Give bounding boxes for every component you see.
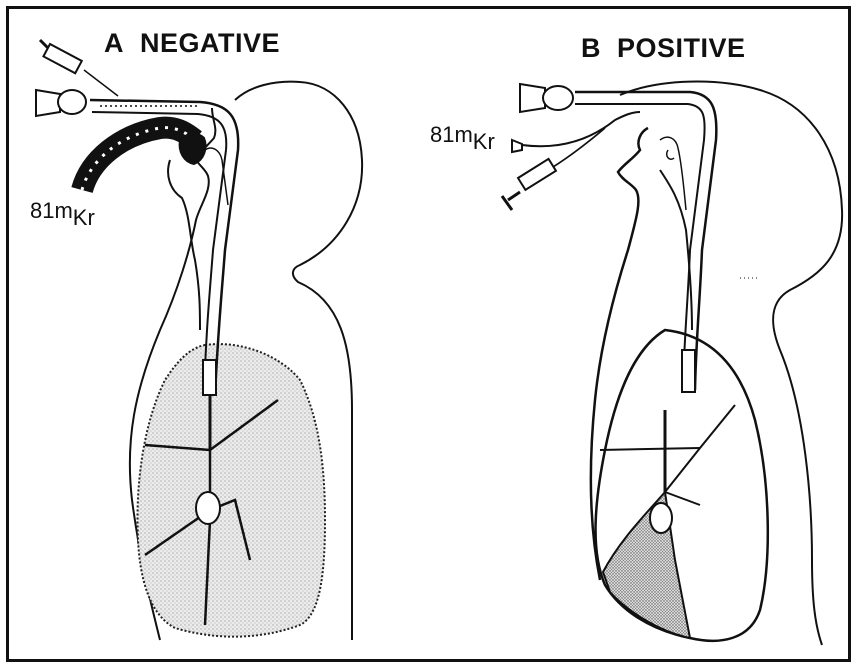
panel-a-syringe-icon (40, 40, 118, 96)
panel-a-connector (180, 134, 206, 164)
panel-a-scope-tip (203, 360, 216, 395)
panel-b-syringe-icon (502, 159, 556, 210)
panel-a-lung (137, 344, 325, 637)
panel-a-diagram (36, 40, 362, 640)
panel-a-balloon (196, 492, 220, 524)
panel-a-eyepiece (36, 90, 60, 116)
panel-b-scope-tip (682, 350, 695, 392)
panel-b-scope-body (543, 86, 573, 110)
panel-a-krypton-tube (82, 128, 195, 190)
panel-b-mouth-detail (660, 137, 686, 210)
panel-b-diagram (502, 82, 842, 645)
panel-b-syringe-line (545, 128, 605, 172)
panel-b-krypton-catheter (522, 112, 640, 146)
panel-a-neck-inner (168, 160, 200, 330)
panel-b-krypton-connector (512, 140, 522, 152)
panel-a-scope-body (58, 90, 86, 114)
panel-b-uvula (667, 150, 674, 159)
panel-b-eyepiece (520, 84, 545, 112)
panel-b-balloon (650, 503, 672, 533)
